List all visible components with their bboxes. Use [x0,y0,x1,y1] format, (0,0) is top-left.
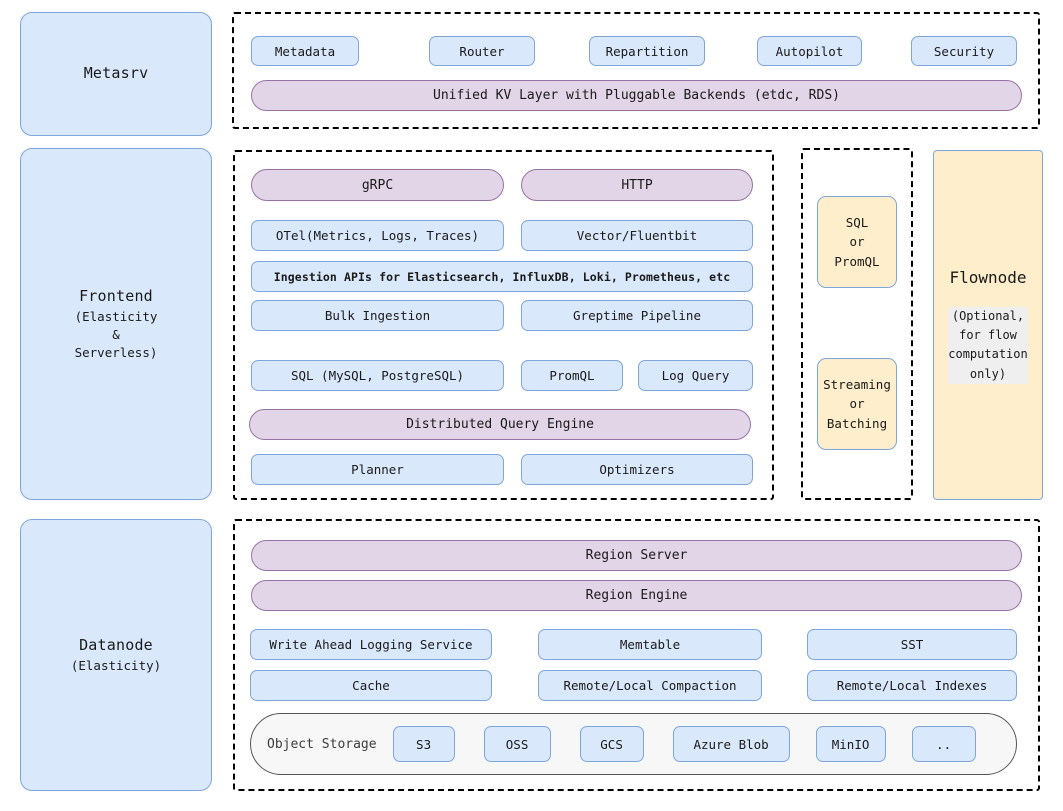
flownode-sub-line-2: for flow [948,326,1028,346]
storage-chip-minio[interactable]: MinIO [815,726,886,762]
frontend-sub-line-1: (Elasticity [74,308,158,324]
metasrv-chip-metadata[interactable]: Metadata [251,36,359,66]
frontend-otel-box[interactable]: OTel(Metrics, Logs, Traces) [251,220,504,251]
storage-chip-s3[interactable]: S3 [392,726,455,762]
flownode-title: Flownode [949,268,1027,288]
metasrv-chip-repartition[interactable]: Repartition [589,36,705,66]
flownode-subtext: (Optional, for flow computation only) [948,307,1028,384]
storage-chip-azure-blob[interactable]: Azure Blob [672,726,790,762]
datanode-label: Datanode [79,636,153,655]
storage-chip-oss[interactable]: OSS [483,726,551,762]
datanode-group [233,519,1040,791]
flow-execution-mode-line-3: Batching [826,415,888,431]
datanode-sub-line-1: (Elasticity) [70,657,162,673]
frontend-protocol-http[interactable]: HTTP [521,169,753,201]
flownode-sub-line-1: (Optional, [948,307,1028,327]
flownode-sub-line-3: computation [948,345,1028,365]
flow-execution-mode-box[interactable]: Streaming or Batching [817,358,897,450]
frontend-optimizers-box[interactable]: Optimizers [521,454,753,485]
flownode-sub-line-4: only) [948,364,1028,384]
frontend-log-query-box[interactable]: Log Query [638,360,753,391]
storage-chip-more[interactable]: .. [911,726,976,762]
datanode-compaction-box[interactable]: Remote/Local Compaction [538,670,762,701]
datanode-cache-box[interactable]: Cache [250,670,492,701]
metasrv-chip-security[interactable]: Security [911,36,1017,66]
flow-execution-mode-line-1: Streaming [823,376,891,392]
region-server-pill[interactable]: Region Server [251,540,1022,571]
frontend-protocol-grpc[interactable]: gRPC [251,169,504,201]
datanode-indexes-box[interactable]: Remote/Local Indexes [807,670,1017,701]
frontend-planner-box[interactable]: Planner [251,454,504,485]
object-storage-band: Object Storage S3 OSS GCS Azure Blob Min… [250,713,1017,775]
datanode-component-card[interactable]: Datanode (Elasticity) [20,519,212,791]
metasrv-chip-autopilot[interactable]: Autopilot [757,36,862,66]
flow-execution-mode-line-2: or [849,396,865,412]
flow-query-language-line-2: or [849,234,865,250]
frontend-bulk-ingestion-box[interactable]: Bulk Ingestion [251,300,504,331]
frontend-promql-box[interactable]: PromQL [521,360,623,391]
metasrv-group [232,12,1040,129]
frontend-sql-box[interactable]: SQL (MySQL, PostgreSQL) [251,360,504,391]
flownode-component-card[interactable]: Flownode (Optional, for flow computation… [933,150,1043,500]
metasrv-chip-router[interactable]: Router [429,36,535,66]
frontend-label: Frontend [79,286,153,305]
frontend-ingestion-apis-box[interactable]: Ingestion APIs for Elasticsearch, Influx… [251,261,753,292]
frontend-sub-line-3: Serverless) [74,344,158,360]
datanode-wal-box[interactable]: Write Ahead Logging Service [250,629,492,660]
datanode-memtable-box[interactable]: Memtable [538,629,762,660]
region-engine-pill[interactable]: Region Engine [251,580,1022,611]
distributed-query-engine-pill[interactable]: Distributed Query Engine [249,409,751,440]
object-storage-label: Object Storage [267,736,377,752]
frontend-group [233,150,774,500]
flow-query-language-box[interactable]: SQL or PromQL [817,196,897,288]
frontend-greptime-pipeline-box[interactable]: Greptime Pipeline [521,300,753,331]
datanode-sst-box[interactable]: SST [807,629,1017,660]
frontend-sub-line-2: & [112,326,120,342]
flow-input-group [801,148,913,500]
frontend-component-card[interactable]: Frontend (Elasticity & Serverless) [20,148,212,500]
metasrv-label: Metasrv [83,64,149,83]
frontend-vector-fluentbit-box[interactable]: Vector/Fluentbit [521,220,753,251]
metasrv-component-card[interactable]: Metasrv [20,12,212,136]
storage-chip-gcs[interactable]: GCS [579,726,644,762]
flow-query-language-line-1: SQL [845,214,869,230]
unified-kv-layer-pill[interactable]: Unified KV Layer with Pluggable Backends… [251,80,1022,111]
flow-query-language-line-3: PromQL [834,253,880,269]
